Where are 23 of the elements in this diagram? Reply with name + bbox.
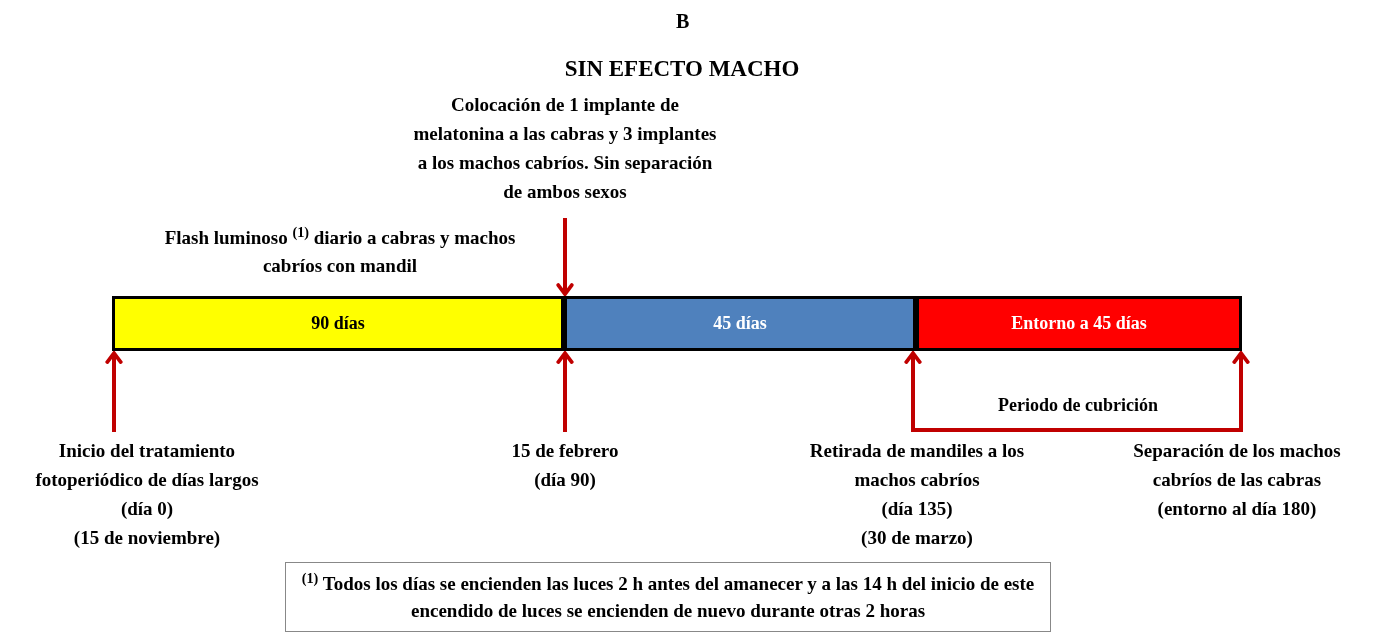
period-bar: Entorno a 45 días (916, 296, 1242, 351)
period-bar: 90 días (112, 296, 564, 351)
event-text: (día 0) (120, 497, 174, 521)
panel-letter: B (676, 9, 690, 34)
arrow (105, 351, 123, 432)
title: SIN EFECTO MACHO (563, 55, 801, 83)
event-text: Inicio del tratamiento fotoperiódico de días largos (34, 439, 260, 492)
event-text: (30 de marzo) (861, 526, 973, 550)
arrow (904, 351, 922, 432)
annotation-text: Flash luminoso $^{(1)}$ diario a cabras y machos cabríos con mandil (163, 224, 517, 278)
event-text: Colocación de 1 implante de melatonina a las cabras y 3 implantes a los machos cabríos. Sin separación de ambos sexos (412, 93, 718, 204)
event-text: 15 de febrero (511, 439, 619, 463)
event-text: (día 90) (534, 468, 596, 492)
arrow (556, 351, 574, 432)
arrow (1232, 351, 1250, 432)
event-text: (día 135) (881, 497, 953, 521)
event-text: (15 de noviembre) (73, 526, 221, 550)
event-text: (entorno al día 180) (1157, 497, 1317, 521)
footnote-box: $^{(1)}$ Todos los días se encienden las luces 2 h antes del amanecer y a las 14 h del inicio de este encendido de luces se encienden de nuevo durante otras 2 horas (285, 562, 1051, 632)
period-bar: 45 días (564, 296, 916, 351)
event-text: Retirada de mandiles a los machos cabríos (808, 439, 1026, 492)
arrow (556, 218, 574, 296)
event-text: Separación de los machos cabríos de las cabras (1132, 439, 1342, 492)
